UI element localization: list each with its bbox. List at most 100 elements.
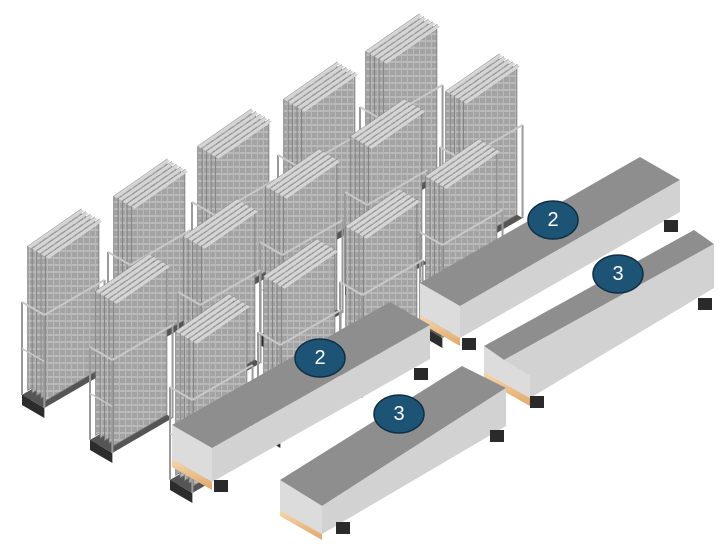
rack-frame-rail — [339, 281, 363, 296]
rack-panel-top-edge — [197, 109, 254, 149]
rack-panel-top-edge — [363, 199, 420, 239]
rack-panel-top-edge — [450, 56, 507, 96]
rack-panel-top-edge — [32, 211, 89, 251]
rack-frame-rail — [129, 229, 192, 266]
rack-panel-top-edge — [279, 157, 336, 197]
rack-frame-rail — [344, 191, 368, 206]
badge-box-back-upper: 2 — [527, 200, 579, 240]
rack-frame-rail — [279, 309, 342, 346]
rack-panel-top-edge — [454, 59, 511, 99]
rack-panel-top-edge — [277, 247, 334, 287]
rack-panel-top-edge — [113, 264, 170, 304]
rack-panel-top-edge — [268, 241, 325, 281]
rack-panel-top-edge — [211, 117, 268, 157]
rack-frame-rail — [191, 201, 215, 216]
rack-panel-top-edge — [36, 214, 93, 254]
rack-panel-top-edge — [463, 64, 520, 104]
rack-frame-rail — [111, 324, 174, 361]
rack-panel-top-edge — [350, 99, 407, 139]
rack-panel-top-edge — [131, 169, 188, 209]
rack-panel-top-edge — [127, 167, 184, 207]
rack-panel-top-edge — [370, 16, 427, 56]
rack-panel-top-edge — [122, 164, 179, 204]
rack-panel-top-edge — [118, 161, 175, 201]
rack-panel-top-edge — [189, 302, 246, 342]
rack-panel-top-edge — [439, 147, 496, 187]
rack-pallet-front — [22, 395, 45, 418]
rack-panel-top-edge — [188, 201, 245, 241]
rack-frame-rail — [366, 169, 429, 206]
badge-label: 3 — [393, 403, 404, 425]
badge-label: 3 — [612, 263, 623, 285]
rack-frame-rail — [199, 269, 262, 306]
rack-panel-top-edge — [202, 111, 259, 151]
rack-panel-top-edge — [383, 24, 440, 64]
rack-panel-top-edge — [379, 22, 436, 62]
rack-panel-top-edge — [45, 219, 102, 259]
rack-panel-top-edge — [301, 72, 358, 112]
rack-frame-rail — [169, 386, 193, 401]
rack-panel-top-edge — [281, 249, 338, 289]
rack-frame-rail — [21, 347, 45, 363]
rack-frame-rail — [281, 219, 344, 256]
rack-panel-top-edge — [274, 154, 331, 194]
rack-panel-top-edge — [288, 64, 345, 104]
rack-panel-top-edge — [197, 207, 254, 247]
rack-pallet-front — [170, 480, 193, 503]
rack-panel-top-edge — [193, 304, 250, 344]
badge-label: 2 — [314, 347, 325, 369]
rack-panel-top-edge — [27, 209, 84, 249]
badge-box-front-upper: 2 — [294, 338, 346, 378]
rack-panel-top-edge — [368, 109, 425, 149]
rack-panel-top-edge — [175, 294, 232, 334]
rack-frame-rail — [89, 346, 113, 361]
rack-panel-top-edge — [180, 296, 237, 336]
rack-panel-top-edge — [430, 141, 487, 181]
rack-frame-rail — [259, 241, 283, 256]
rack-panel-top-edge — [425, 139, 482, 179]
rack-panel-top-edge — [434, 144, 491, 184]
rack-frame-rail — [177, 291, 201, 306]
badge-box-back-lower: 3 — [592, 254, 644, 294]
rack-panel-top-edge — [283, 62, 340, 102]
rack-frame-rail — [89, 392, 113, 408]
rack-panel-top-edge — [113, 159, 170, 199]
box-back-lower — [484, 230, 714, 408]
rack-panel-top-edge — [355, 101, 412, 141]
box-front-lower — [280, 366, 506, 540]
rack-frame-rail — [21, 301, 45, 316]
rack-panel-top-edge — [345, 189, 402, 229]
rack-frame-rail — [107, 251, 131, 266]
box-front-upper — [172, 302, 430, 492]
rack-frame-rail — [419, 231, 443, 246]
rack-panel-top-edge — [350, 191, 407, 231]
rack-panel-top-edge — [201, 209, 258, 249]
rack-panel-top-edge — [41, 217, 98, 257]
rack-panel-top-edge — [364, 107, 421, 147]
rack-panel-top-edge — [100, 256, 157, 296]
rack-pallet-front — [90, 440, 113, 463]
rack-panel-top-edge — [95, 254, 152, 294]
rack-panel-top-edge — [183, 199, 240, 239]
rack-panel-top-edge — [354, 194, 411, 234]
rack-frame-rail — [191, 364, 254, 401]
rack-panel-top-edge — [459, 62, 516, 102]
rack-panel-top-edge — [263, 239, 320, 279]
rack-frame-rail — [361, 259, 424, 296]
rack-frame-rail — [257, 331, 281, 346]
rack-panel-top-edge — [104, 259, 161, 299]
rack-panel-top-edge — [192, 204, 249, 244]
rack-panel-top-edge — [365, 14, 422, 54]
rack-panel-top-edge — [359, 197, 416, 237]
rack-panel-top-edge — [270, 151, 327, 191]
rack-panel-top-edge — [206, 114, 263, 154]
rack-frame-rail — [441, 209, 504, 246]
badge-label: 2 — [547, 209, 558, 231]
rack-panel-top-edge — [272, 244, 329, 284]
rack-panel-top-edge — [109, 262, 166, 302]
rack-panel-top-edge — [292, 67, 349, 107]
rack-panel-top-edge — [215, 119, 272, 159]
rack-panel-top-edge — [359, 104, 416, 144]
rack-panel-top-edge — [445, 54, 502, 94]
